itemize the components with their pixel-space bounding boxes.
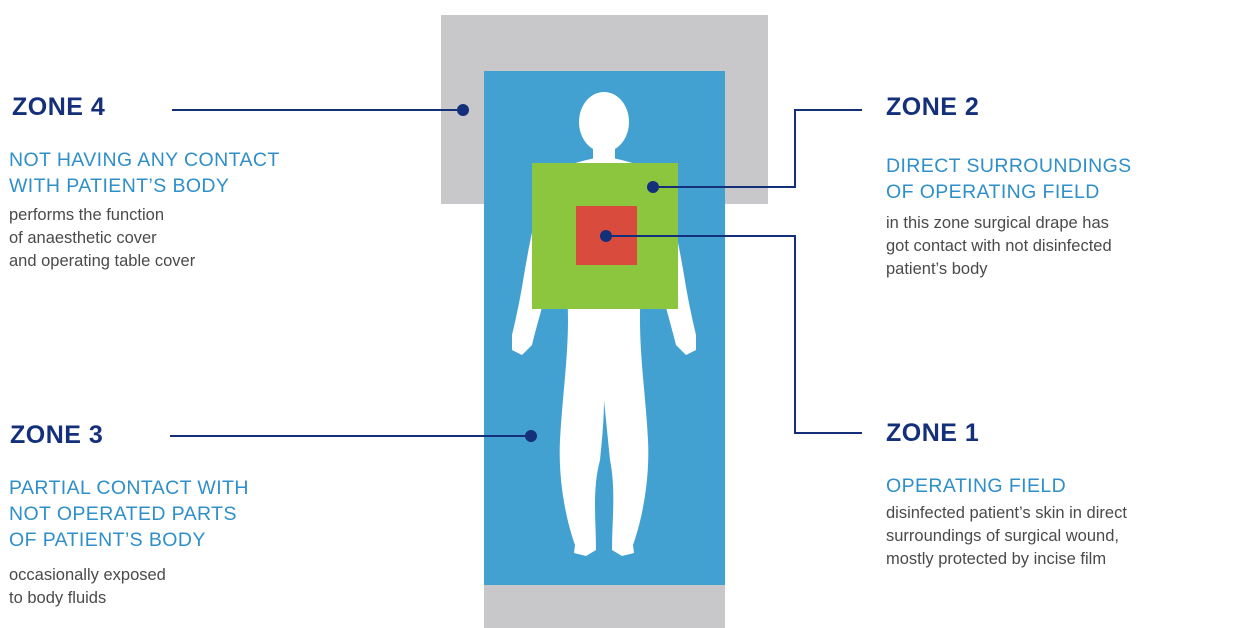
zone3-description-line: occasionally exposed [9, 566, 166, 584]
zone3-title: ZONE 3 [10, 421, 104, 449]
zone2-heading-line: DIRECT SURROUNDINGS [886, 155, 1132, 177]
zone1-description-line: disinfected patient’s skin in direct [886, 504, 1127, 522]
zone1-description-line: mostly protected by incise film [886, 550, 1107, 568]
zone4-marker-dot [457, 104, 469, 116]
zone1-heading-line: OPERATING FIELD [886, 475, 1067, 497]
zone1-description-line: surroundings of surgical wound, [886, 527, 1119, 545]
zone4-heading-line: WITH PATIENT’S BODY [9, 175, 230, 197]
zone2-description-line: got contact with not disinfected [886, 237, 1112, 255]
zone2-description-line: patient’s body [886, 260, 988, 278]
zone2-connector [653, 109, 862, 188]
zone2-heading: DIRECT SURROUNDINGS OF OPERATING FIELD [886, 153, 1132, 205]
zone2-title: ZONE 2 [886, 93, 980, 121]
zone2-heading-line: OF OPERATING FIELD [886, 181, 1100, 203]
zone2-description: in this zone surgical drape has got cont… [886, 212, 1112, 281]
zone1-title: ZONE 1 [886, 419, 980, 447]
zone4-description: performs the function of anaesthetic cov… [9, 204, 195, 273]
zone2-marker-dot [647, 181, 659, 193]
zone3-heading-line: OF PATIENT’S BODY [9, 529, 206, 551]
zone3-heading-line: NOT OPERATED PARTS [9, 503, 237, 525]
zone3-description: occasionally exposed to body fluids [9, 564, 166, 610]
zone4-heading: NOT HAVING ANY CONTACT WITH PATIENT’S BO… [9, 147, 280, 199]
zone4-table-bottom [484, 585, 725, 628]
zone4-description-line: and operating table cover [9, 252, 196, 270]
zone4-heading-line: NOT HAVING ANY CONTACT [9, 149, 280, 171]
zone2-description-line: in this zone surgical drape has [886, 214, 1109, 232]
zone3-heading-line: PARTIAL CONTACT WITH [9, 477, 249, 499]
zone3-description-line: to body fluids [9, 589, 107, 607]
zone1-marker-dot [600, 230, 612, 242]
zone1-description: disinfected patient’s skin in direct sur… [886, 502, 1127, 571]
zone4-description-line: of anaesthetic cover [9, 229, 157, 247]
zone4-description-line: performs the function [9, 206, 164, 224]
zone4-title: ZONE 4 [12, 93, 106, 121]
zone3-marker-dot [525, 430, 537, 442]
zone3-heading: PARTIAL CONTACT WITH NOT OPERATED PARTS … [9, 475, 249, 553]
zone1-heading: OPERATING FIELD [886, 473, 1066, 499]
zone1-connector [606, 235, 862, 434]
